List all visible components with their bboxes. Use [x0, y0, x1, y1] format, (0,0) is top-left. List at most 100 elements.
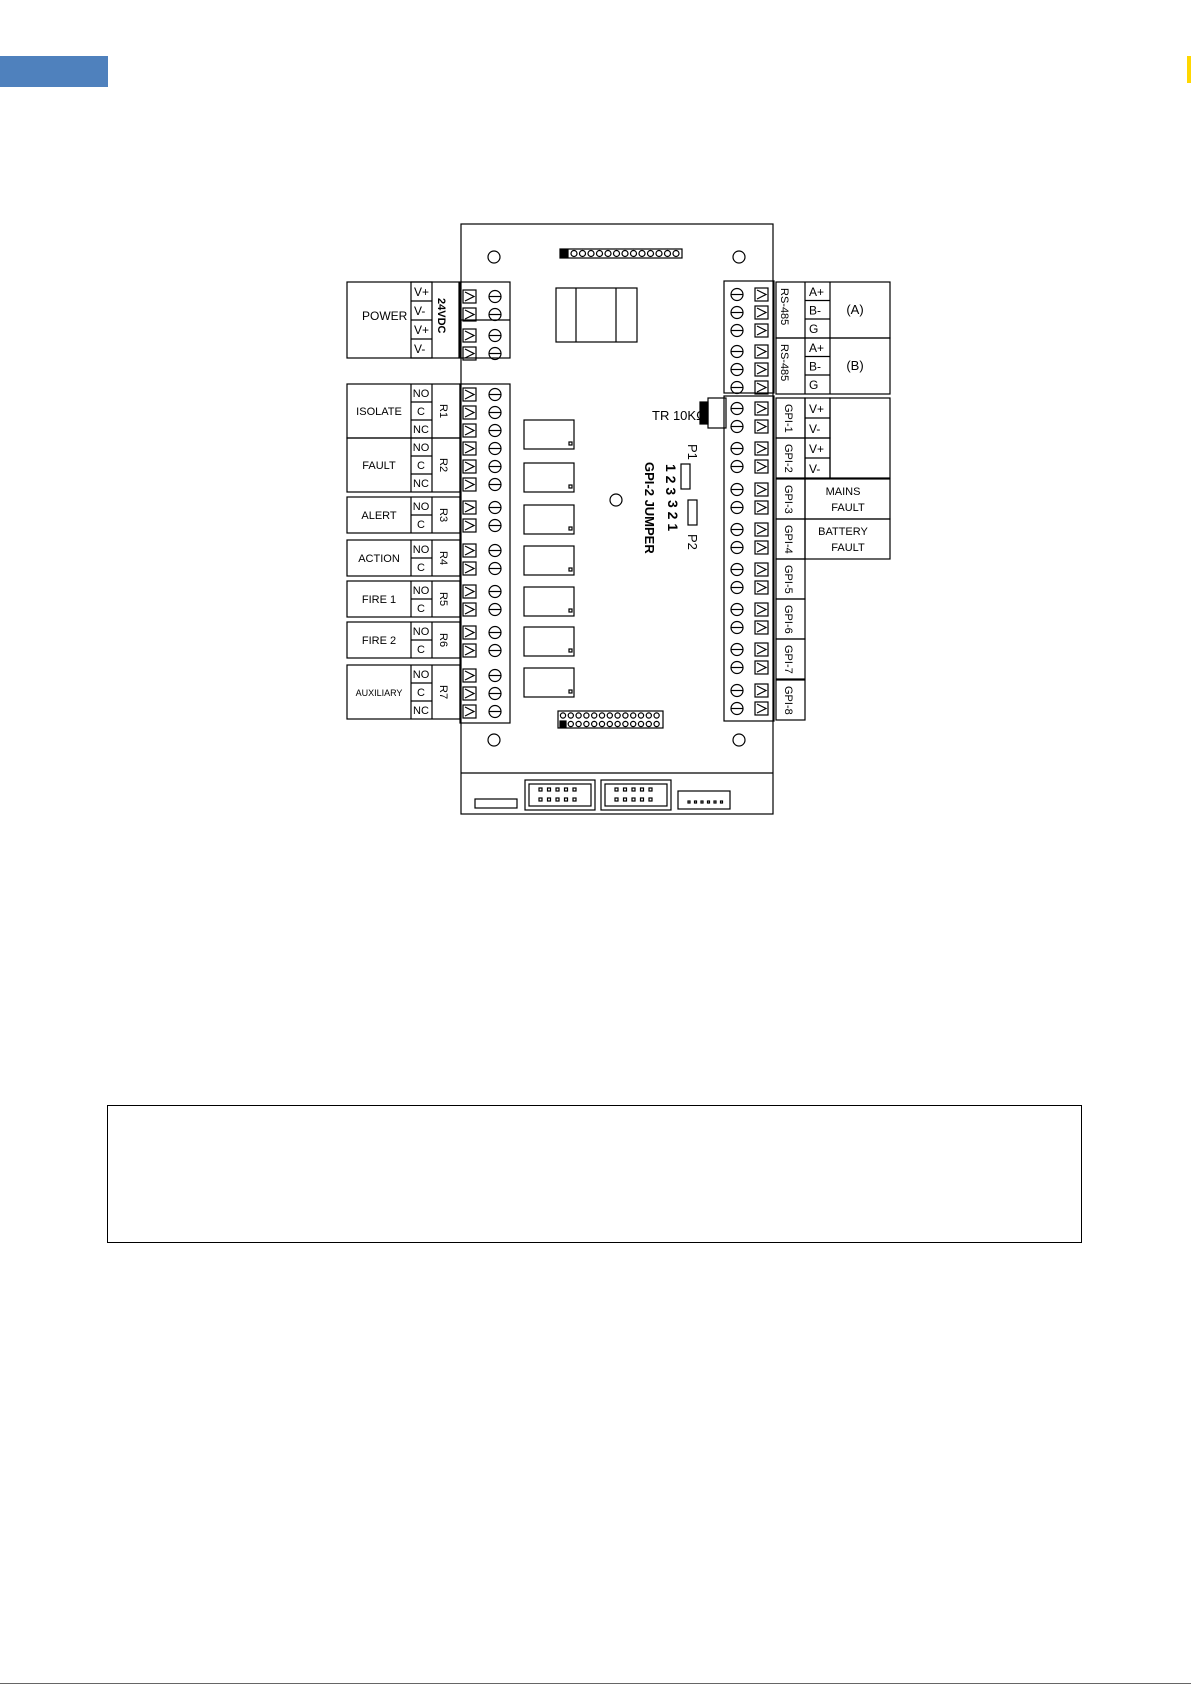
gpi-desc-label: BATTERY	[818, 526, 868, 538]
gpi-desc-label: MAINS	[826, 486, 861, 498]
header-pin	[567, 712, 575, 719]
power-pin-labels: V+V-V+V-	[414, 285, 429, 356]
ribbon-pin	[648, 797, 653, 802]
right-terminal	[730, 620, 769, 635]
header-pin	[612, 249, 621, 258]
relay-name: FIRE 2	[362, 635, 396, 647]
bottom-label-slot	[474, 798, 518, 809]
relay-block	[523, 545, 575, 576]
relay-name: FIRE 1	[362, 594, 396, 606]
power-pin-label: V-	[414, 304, 425, 318]
rs485-tag: (A)	[846, 302, 863, 317]
relay-block	[523, 504, 575, 535]
gpi2-jumper-label: GPI-2 JUMPER	[642, 462, 657, 554]
transformer-component	[555, 287, 638, 343]
left-terminal	[462, 543, 502, 558]
right-terminal	[730, 660, 769, 675]
header-pin	[630, 720, 637, 728]
header-pin	[614, 712, 621, 719]
ribbon-pin	[639, 797, 645, 802]
left-terminal	[462, 307, 502, 322]
left-terminal	[462, 643, 502, 658]
rs485-row-frame	[775, 337, 891, 395]
gpi-ref: GPI-4	[782, 525, 794, 554]
ribbon-pin	[563, 787, 569, 792]
left-terminal	[462, 441, 502, 456]
right-terminal	[730, 540, 769, 555]
gpi-desc-label: FAULT	[831, 542, 865, 554]
mounting-hole-top-right	[732, 250, 746, 264]
left-terminal	[462, 686, 502, 701]
relay-block	[523, 586, 575, 617]
relay-ref: R2	[437, 458, 449, 472]
header-pin	[645, 712, 653, 719]
gpi-ref: GPI-2	[782, 444, 794, 473]
header-pin	[587, 249, 595, 258]
relay-name: FAULT	[362, 460, 396, 472]
rs485-pin-label: B-	[809, 360, 821, 374]
ribbon-pin	[572, 787, 577, 792]
relay-pin-label: C	[417, 687, 425, 699]
left-terminal	[462, 328, 502, 343]
relay-block	[523, 667, 575, 698]
mounting-hole-bottom-right	[732, 733, 746, 747]
header-pin	[567, 720, 575, 728]
gpi-ref: GPI-3	[782, 485, 794, 514]
right-terminal	[730, 683, 769, 698]
small-connector	[677, 790, 731, 810]
left-terminal	[462, 500, 502, 515]
relay-pin-label: NO	[413, 585, 430, 597]
header-pin	[629, 249, 638, 258]
header-pin	[595, 249, 604, 258]
gpi-pin-label: V-	[809, 462, 820, 476]
relay-output-table: ISOLATENOCNCR1FAULTNOCNCR2ALERTNOCR3ACTI…	[346, 383, 461, 720]
rs485-pin-label: G	[809, 322, 818, 336]
rs485-pin-label: A+	[809, 285, 824, 299]
small-connector-pin	[706, 800, 711, 804]
right-terminal	[730, 500, 769, 515]
power-pin-label: V+	[414, 323, 429, 337]
relay-terminal-housing	[459, 383, 511, 724]
relay-block	[523, 626, 575, 657]
ribbon-pin	[563, 797, 569, 802]
right-terminal	[730, 401, 769, 416]
right-terminal	[730, 441, 769, 456]
ribbon-connector-1	[524, 779, 596, 811]
left-terminal	[462, 289, 502, 304]
header-pin	[598, 720, 606, 728]
right-terminal	[730, 323, 769, 338]
relay-block	[523, 419, 575, 450]
header-pin	[591, 712, 598, 719]
header-pin	[646, 249, 655, 258]
relay-name: AUXILIARY	[356, 688, 403, 698]
ribbon-pin	[639, 787, 645, 792]
header-pin	[578, 249, 587, 258]
bottom-pin-header	[557, 710, 664, 729]
relay-name: ISOLATE	[356, 406, 402, 418]
relay-pin-label: NO	[413, 388, 430, 400]
left-terminal	[462, 459, 502, 474]
relay-pin-label: NO	[413, 442, 430, 454]
header-pin	[606, 720, 614, 728]
relay-pin-label: C	[417, 644, 425, 656]
rs485-ref: RS-485	[778, 288, 790, 325]
ribbon-pins	[538, 787, 724, 804]
top-pin-header	[559, 248, 683, 259]
ribbon-pin	[538, 797, 543, 802]
power-pin-label: V+	[414, 285, 429, 299]
right-terminal	[730, 642, 769, 657]
left-terminal	[462, 477, 502, 492]
header-pin	[630, 712, 637, 719]
ribbon-pin	[622, 787, 628, 792]
left-terminal	[462, 423, 502, 438]
termination-resistor-label: TR 10KΩ	[652, 408, 706, 423]
gpi-desc-cell	[804, 518, 891, 560]
relay-name: ACTION	[358, 553, 400, 565]
relay-pin-label: NO	[413, 626, 430, 638]
header-pin	[653, 720, 660, 728]
small-connector-pin	[713, 800, 717, 804]
left-terminal-blocks	[459, 281, 511, 724]
top-header-pins	[570, 249, 680, 258]
jumper-p2	[687, 499, 698, 526]
power-label: POWER	[362, 309, 408, 323]
